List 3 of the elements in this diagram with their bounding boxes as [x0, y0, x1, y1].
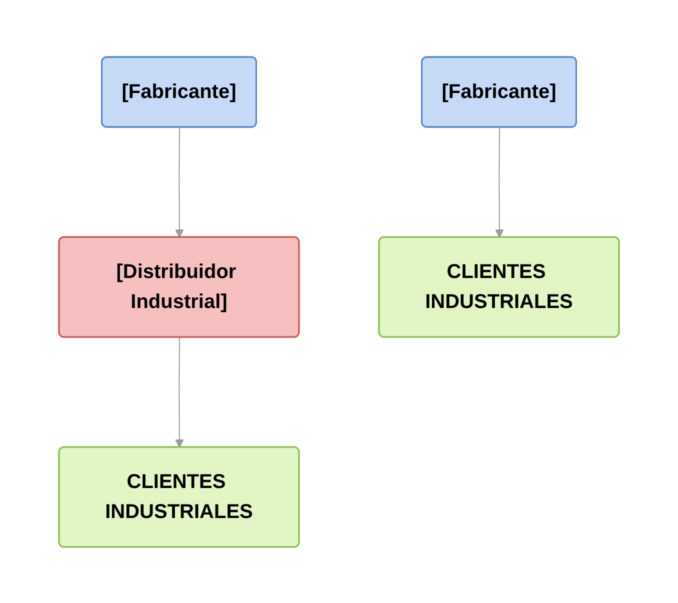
arrow [175, 126, 184, 238]
arrow [175, 336, 184, 448]
arrow [495, 126, 504, 238]
